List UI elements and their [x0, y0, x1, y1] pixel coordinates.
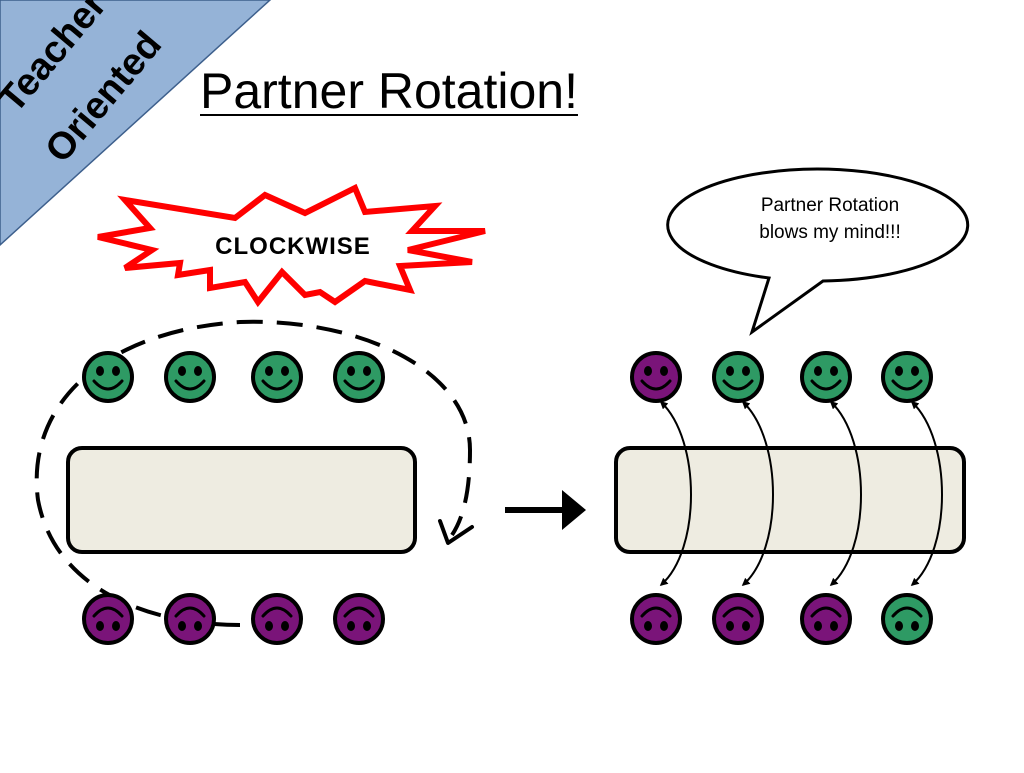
happy-face-icon: [333, 351, 385, 403]
right-table: [614, 446, 966, 554]
happy-face-icon: [251, 351, 303, 403]
swap-arrow: [829, 400, 862, 587]
left-bottom-row: [82, 593, 385, 645]
happy-face-icon: [881, 351, 933, 403]
right-top-row: [630, 351, 933, 403]
swap-arrows: [659, 400, 943, 587]
burst-label: CLOCKWISE: [215, 233, 371, 260]
left-top-row: [82, 351, 385, 403]
transition-arrow: [505, 490, 586, 530]
happy-face-icon: [164, 351, 216, 403]
clockwise-dashed-path: [34, 319, 473, 627]
speech-bubble: Partner Rotation blows my mind!!!: [666, 167, 970, 336]
speech-bubble-shape: [666, 167, 970, 336]
right-bottom-row: [630, 593, 933, 645]
speech-bubble-line2: blows my mind!!!: [759, 222, 900, 243]
sad-face-icon: [712, 593, 764, 645]
sad-face-icon: [630, 593, 682, 645]
left-table: [66, 446, 417, 554]
left-arrangement: [34, 319, 474, 645]
swap-arrow: [741, 400, 774, 587]
sad-face-icon: [164, 593, 216, 645]
swap-arrow: [910, 400, 943, 587]
sad-face-icon: [82, 593, 134, 645]
page-title: Partner Rotation!: [200, 63, 578, 119]
burst-shape: [97, 183, 486, 308]
sad-face-icon: [800, 593, 852, 645]
speech-bubble-line1: Partner Rotation: [761, 195, 899, 216]
happy-face-icon: [630, 351, 682, 403]
clockwise-burst: CLOCKWISE: [97, 183, 486, 308]
sad-face-icon: [251, 593, 303, 645]
happy-face-icon: [800, 351, 852, 403]
swap-arrow: [659, 400, 692, 587]
corner-banner: Teacher Oriented: [0, 0, 272, 247]
corner-banner-triangle: [0, 0, 272, 247]
sad-face-icon: [333, 593, 385, 645]
right-arrangement: [614, 351, 966, 645]
sad-face-icon: [881, 593, 933, 645]
happy-face-icon: [712, 351, 764, 403]
clockwise-arrowhead: [438, 519, 474, 545]
happy-face-icon: [82, 351, 134, 403]
